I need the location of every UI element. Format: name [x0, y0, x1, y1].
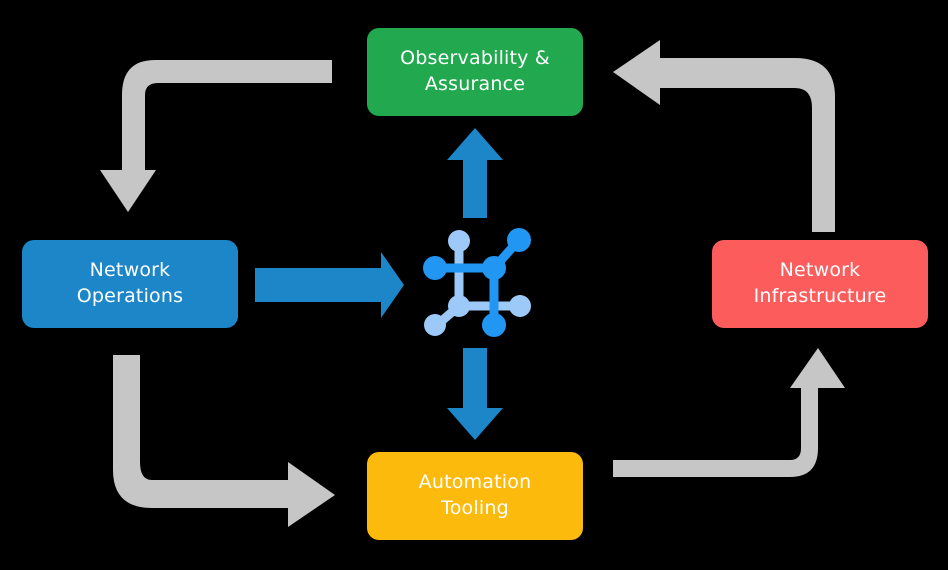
arrow-center-to-observability [447, 128, 503, 218]
node-infrastructure-label: Network Infrastructure [753, 259, 887, 307]
arrow-operations-to-automation [113, 355, 335, 527]
arrow-automation-to-infrastructure [613, 348, 845, 477]
arrow-observability-to-operations [100, 60, 332, 212]
node-operations-label: Network Operations [76, 259, 184, 307]
node-network-operations[interactable]: Network Operations [22, 240, 238, 328]
node-network-infrastructure[interactable]: Network Infrastructure [712, 240, 928, 328]
node-observability-label: Observability & Assurance [400, 47, 550, 95]
network-topology-icon [423, 228, 531, 337]
node-automation-tooling[interactable]: Automation Tooling [367, 452, 583, 540]
arrow-center-to-automation [447, 348, 503, 440]
arrow-operations-to-center [255, 252, 404, 318]
node-observability-assurance[interactable]: Observability & Assurance [367, 28, 583, 116]
node-automation-label: Automation Tooling [418, 471, 532, 519]
arrow-infrastructure-to-observability [613, 40, 835, 232]
